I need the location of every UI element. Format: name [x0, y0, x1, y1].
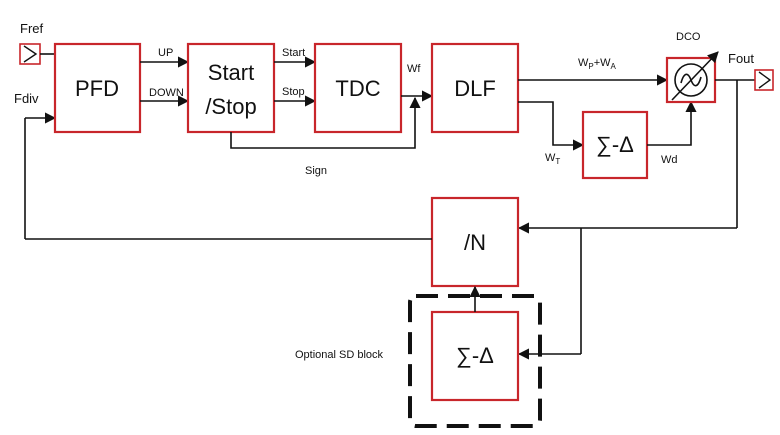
up-label: UP — [158, 47, 173, 59]
wf-label: Wf — [407, 63, 421, 75]
dco-circle — [674, 63, 708, 97]
wd-wire — [647, 100, 697, 146]
stop-label: Stop — [282, 86, 305, 98]
dlf-block — [430, 42, 520, 134]
wp-wa-sub-p: P — [588, 62, 593, 71]
divider-label: /N — [464, 230, 486, 255]
start-label: Start — [282, 47, 305, 59]
sigma-delta-bottom-block — [430, 310, 520, 402]
dco-label: DCO — [676, 31, 701, 43]
wp-wa-label: WP+WA — [578, 57, 617, 71]
optional-sd-label: Optional SD block — [295, 349, 384, 361]
wt-sub: T — [555, 157, 560, 166]
wd-label: Wd — [661, 154, 678, 166]
fdiv-label: Fdiv — [14, 91, 39, 106]
pfd-block — [53, 42, 142, 134]
wp-wa-sub-a: A — [611, 62, 617, 71]
sigma-delta-top-label: ∑-Δ — [596, 132, 634, 157]
sign-label: Sign — [305, 165, 327, 177]
sign-wire — [230, 96, 421, 149]
divider-block — [430, 196, 520, 288]
pfd-label: PFD — [75, 76, 119, 101]
variable-arrow-icon — [671, 51, 719, 101]
fref-port — [19, 43, 41, 65]
sigma-delta-bottom-label: ∑-Δ — [456, 343, 494, 368]
wp-wa-w1: W — [578, 57, 589, 69]
fout-port — [754, 69, 774, 91]
tdc-block — [313, 42, 403, 134]
tdc-label: TDC — [335, 76, 380, 101]
sigma-delta-top-block — [581, 110, 649, 180]
fref-label: Fref — [20, 21, 44, 36]
fout-label: Fout — [728, 51, 754, 66]
down-label: DOWN — [149, 87, 184, 99]
wp-wa-plus-w: +W — [594, 57, 611, 69]
dlf-label: DLF — [454, 76, 496, 101]
wt-label: WT — [545, 152, 560, 166]
wt-wire — [518, 101, 585, 151]
start-stop-label-line1: Start — [208, 60, 254, 85]
start-stop-label-line2: /Stop — [205, 94, 256, 119]
wt-w: W — [545, 152, 556, 164]
